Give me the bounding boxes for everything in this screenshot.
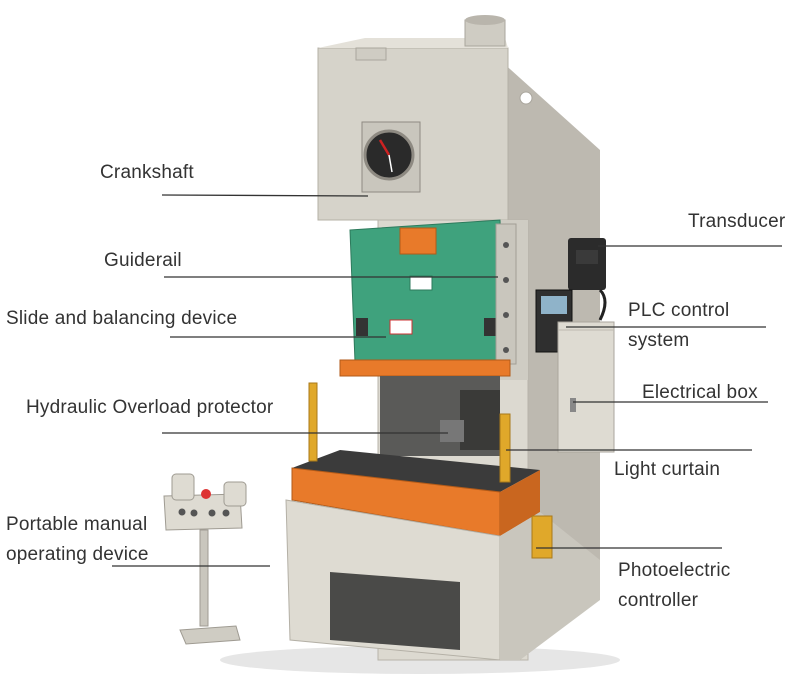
label-light-curtain: Light curtain <box>614 459 721 480</box>
electrical-box <box>557 321 615 453</box>
label-guiderail: Guiderail <box>104 250 182 271</box>
label-electrical-box: Electrical box <box>642 382 758 403</box>
leader-lines <box>112 194 782 567</box>
label-plc: PLC control system <box>628 300 730 351</box>
light-curtain-right <box>499 413 511 483</box>
label-crankshaft: Crankshaft <box>100 162 194 183</box>
portable-operating-device <box>163 473 247 645</box>
label-slide-balancing: Slide and balancing device <box>6 308 238 329</box>
label-portable-device: Portable manual operating device <box>6 514 149 565</box>
label-hydraulic-overload: Hydraulic Overload protector <box>26 397 274 418</box>
light-curtain-left <box>308 382 318 462</box>
work-table <box>292 450 540 492</box>
slide-bottom-plate <box>339 359 511 377</box>
photoelectric-controller <box>531 515 553 559</box>
label-photoelectric: Photoelectric controller <box>618 560 731 611</box>
leader-crankshaft <box>161 194 369 197</box>
label-transducer: Transducer <box>688 211 786 232</box>
